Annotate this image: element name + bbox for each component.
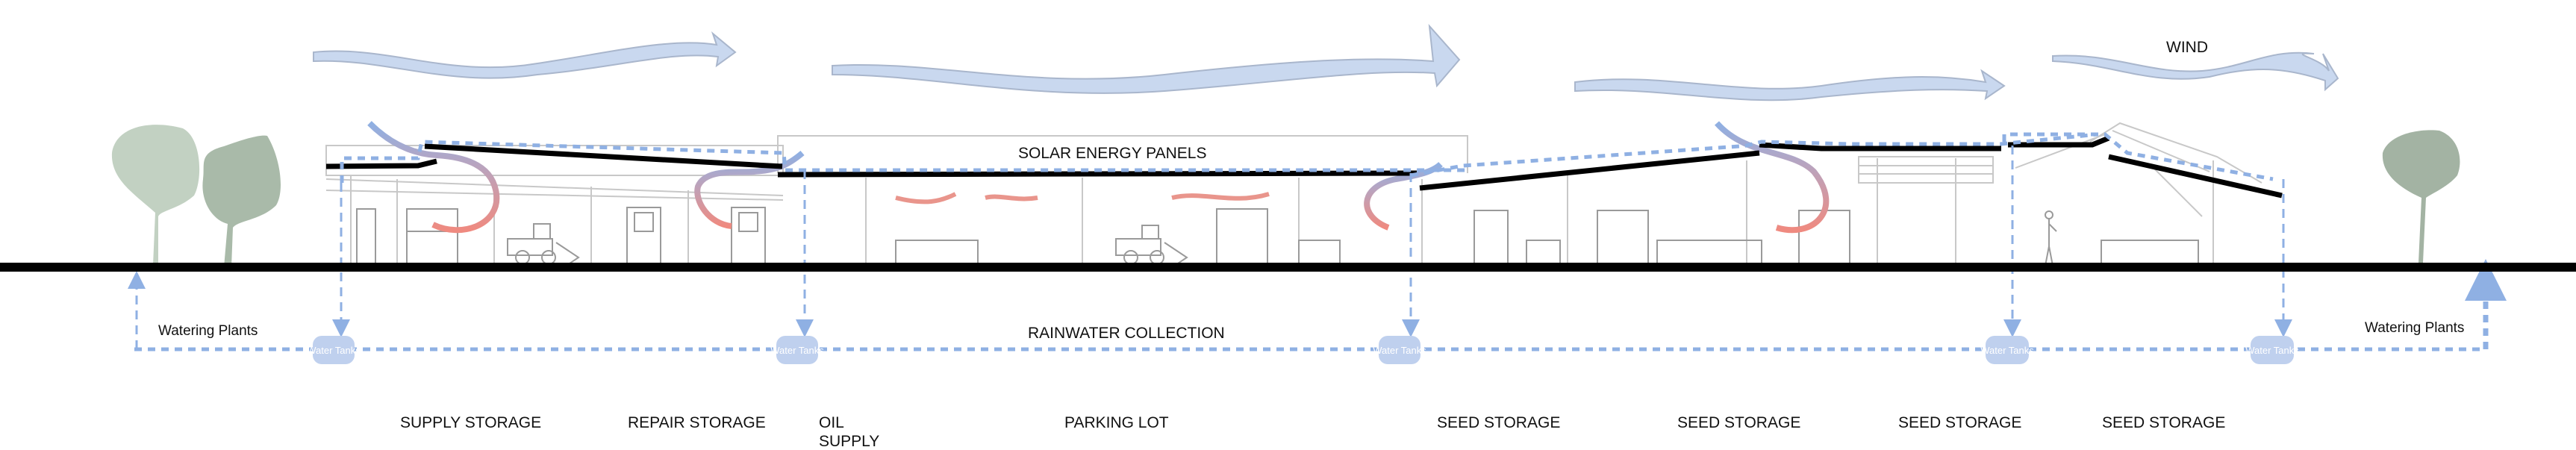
wind-label: WIND — [2166, 39, 2208, 56]
zone-seed-storage: SEED STORAGE — [1437, 414, 1560, 431]
airflow-curve — [367, 121, 500, 234]
watering-plants-label-right: Watering Plants — [2365, 320, 2464, 336]
forklift-icon — [731, 207, 766, 266]
svg-text:Water Tanks: Water Tanks — [1373, 345, 1426, 356]
zone-seed-storage: SEED STORAGE — [1677, 414, 1800, 431]
table-icon — [1526, 240, 1561, 266]
water-tank: Water Tanks — [2245, 336, 2299, 364]
wind-arrow-4 — [2052, 51, 2339, 92]
workbench-icon — [1597, 210, 1649, 266]
tree-icon — [111, 125, 200, 265]
rainwater-collection-label: RAINWATER COLLECTION — [1028, 325, 1225, 342]
shelf-icon — [356, 208, 376, 266]
svg-text:Water Tanks: Water Tanks — [1980, 345, 2034, 356]
zone-supply-storage: SUPPLY STORAGE — [400, 414, 541, 431]
loader-icon — [1115, 225, 1188, 266]
zone-parking-lot: PARKING LOT — [1064, 414, 1169, 431]
person-icon — [2045, 210, 2057, 266]
forklift-icon — [626, 207, 661, 266]
water-tanks: Water Tanks Water Tanks Water Tanks Wate… — [307, 336, 2299, 364]
zone-seed-storage: SEED STORAGE — [1898, 414, 2021, 431]
workbench-icon — [1216, 208, 1268, 266]
solar-roofs: SOLAR ENERGY PANELS — [325, 135, 2283, 199]
air-flows — [367, 121, 1830, 234]
airflow-curve — [1171, 192, 1270, 201]
airflow-curve — [1715, 121, 1830, 234]
water-tank: Water Tanks — [1373, 336, 1426, 364]
rainwater-system: RAINWATER COLLECTION Watering Plants Wat… — [128, 132, 2507, 351]
forklift-icon — [1473, 210, 1509, 266]
wind-arrow-2 — [832, 24, 1461, 94]
wind-arrow-1 — [313, 31, 737, 79]
zone-seed-storage: SEED STORAGE — [2102, 414, 2225, 431]
svg-text:Water Tanks: Water Tanks — [2245, 345, 2299, 356]
solar-panels-label: SOLAR ENERGY PANELS — [1018, 145, 1206, 162]
zone-oil-supply-line2: SUPPLY — [819, 433, 879, 450]
trees — [111, 125, 2460, 267]
water-tank: Water Tanks — [770, 336, 824, 364]
wind-arrows: WIND — [313, 24, 2339, 101]
watering-plants-label-left: Watering Plants — [158, 323, 258, 339]
water-tank: Water Tanks — [1980, 336, 2034, 364]
tree-icon — [202, 135, 281, 267]
workbench-icon — [1798, 210, 1850, 266]
wind-arrow-3 — [1574, 69, 2006, 101]
loader-icon — [507, 223, 580, 266]
zone-repair-storage: REPAIR STORAGE — [628, 414, 766, 431]
water-tank: Water Tanks — [307, 336, 361, 364]
table-icon — [1298, 240, 1341, 266]
ground-line — [0, 263, 2576, 272]
table-icon — [2101, 240, 2199, 266]
workbench-icon — [406, 208, 458, 266]
building-structure — [325, 122, 2262, 266]
equipment — [356, 207, 2199, 266]
svg-text:Water Tanks: Water Tanks — [770, 345, 824, 356]
airflow-curve — [895, 192, 1038, 204]
table-icon — [895, 240, 979, 266]
svg-text:Water Tanks: Water Tanks — [307, 345, 361, 356]
zone-oil-supply: OIL — [819, 414, 844, 431]
zone-labels: SUPPLY STORAGE REPAIR STORAGE OIL SUPPLY… — [400, 414, 2225, 450]
tree-icon — [2382, 130, 2460, 263]
